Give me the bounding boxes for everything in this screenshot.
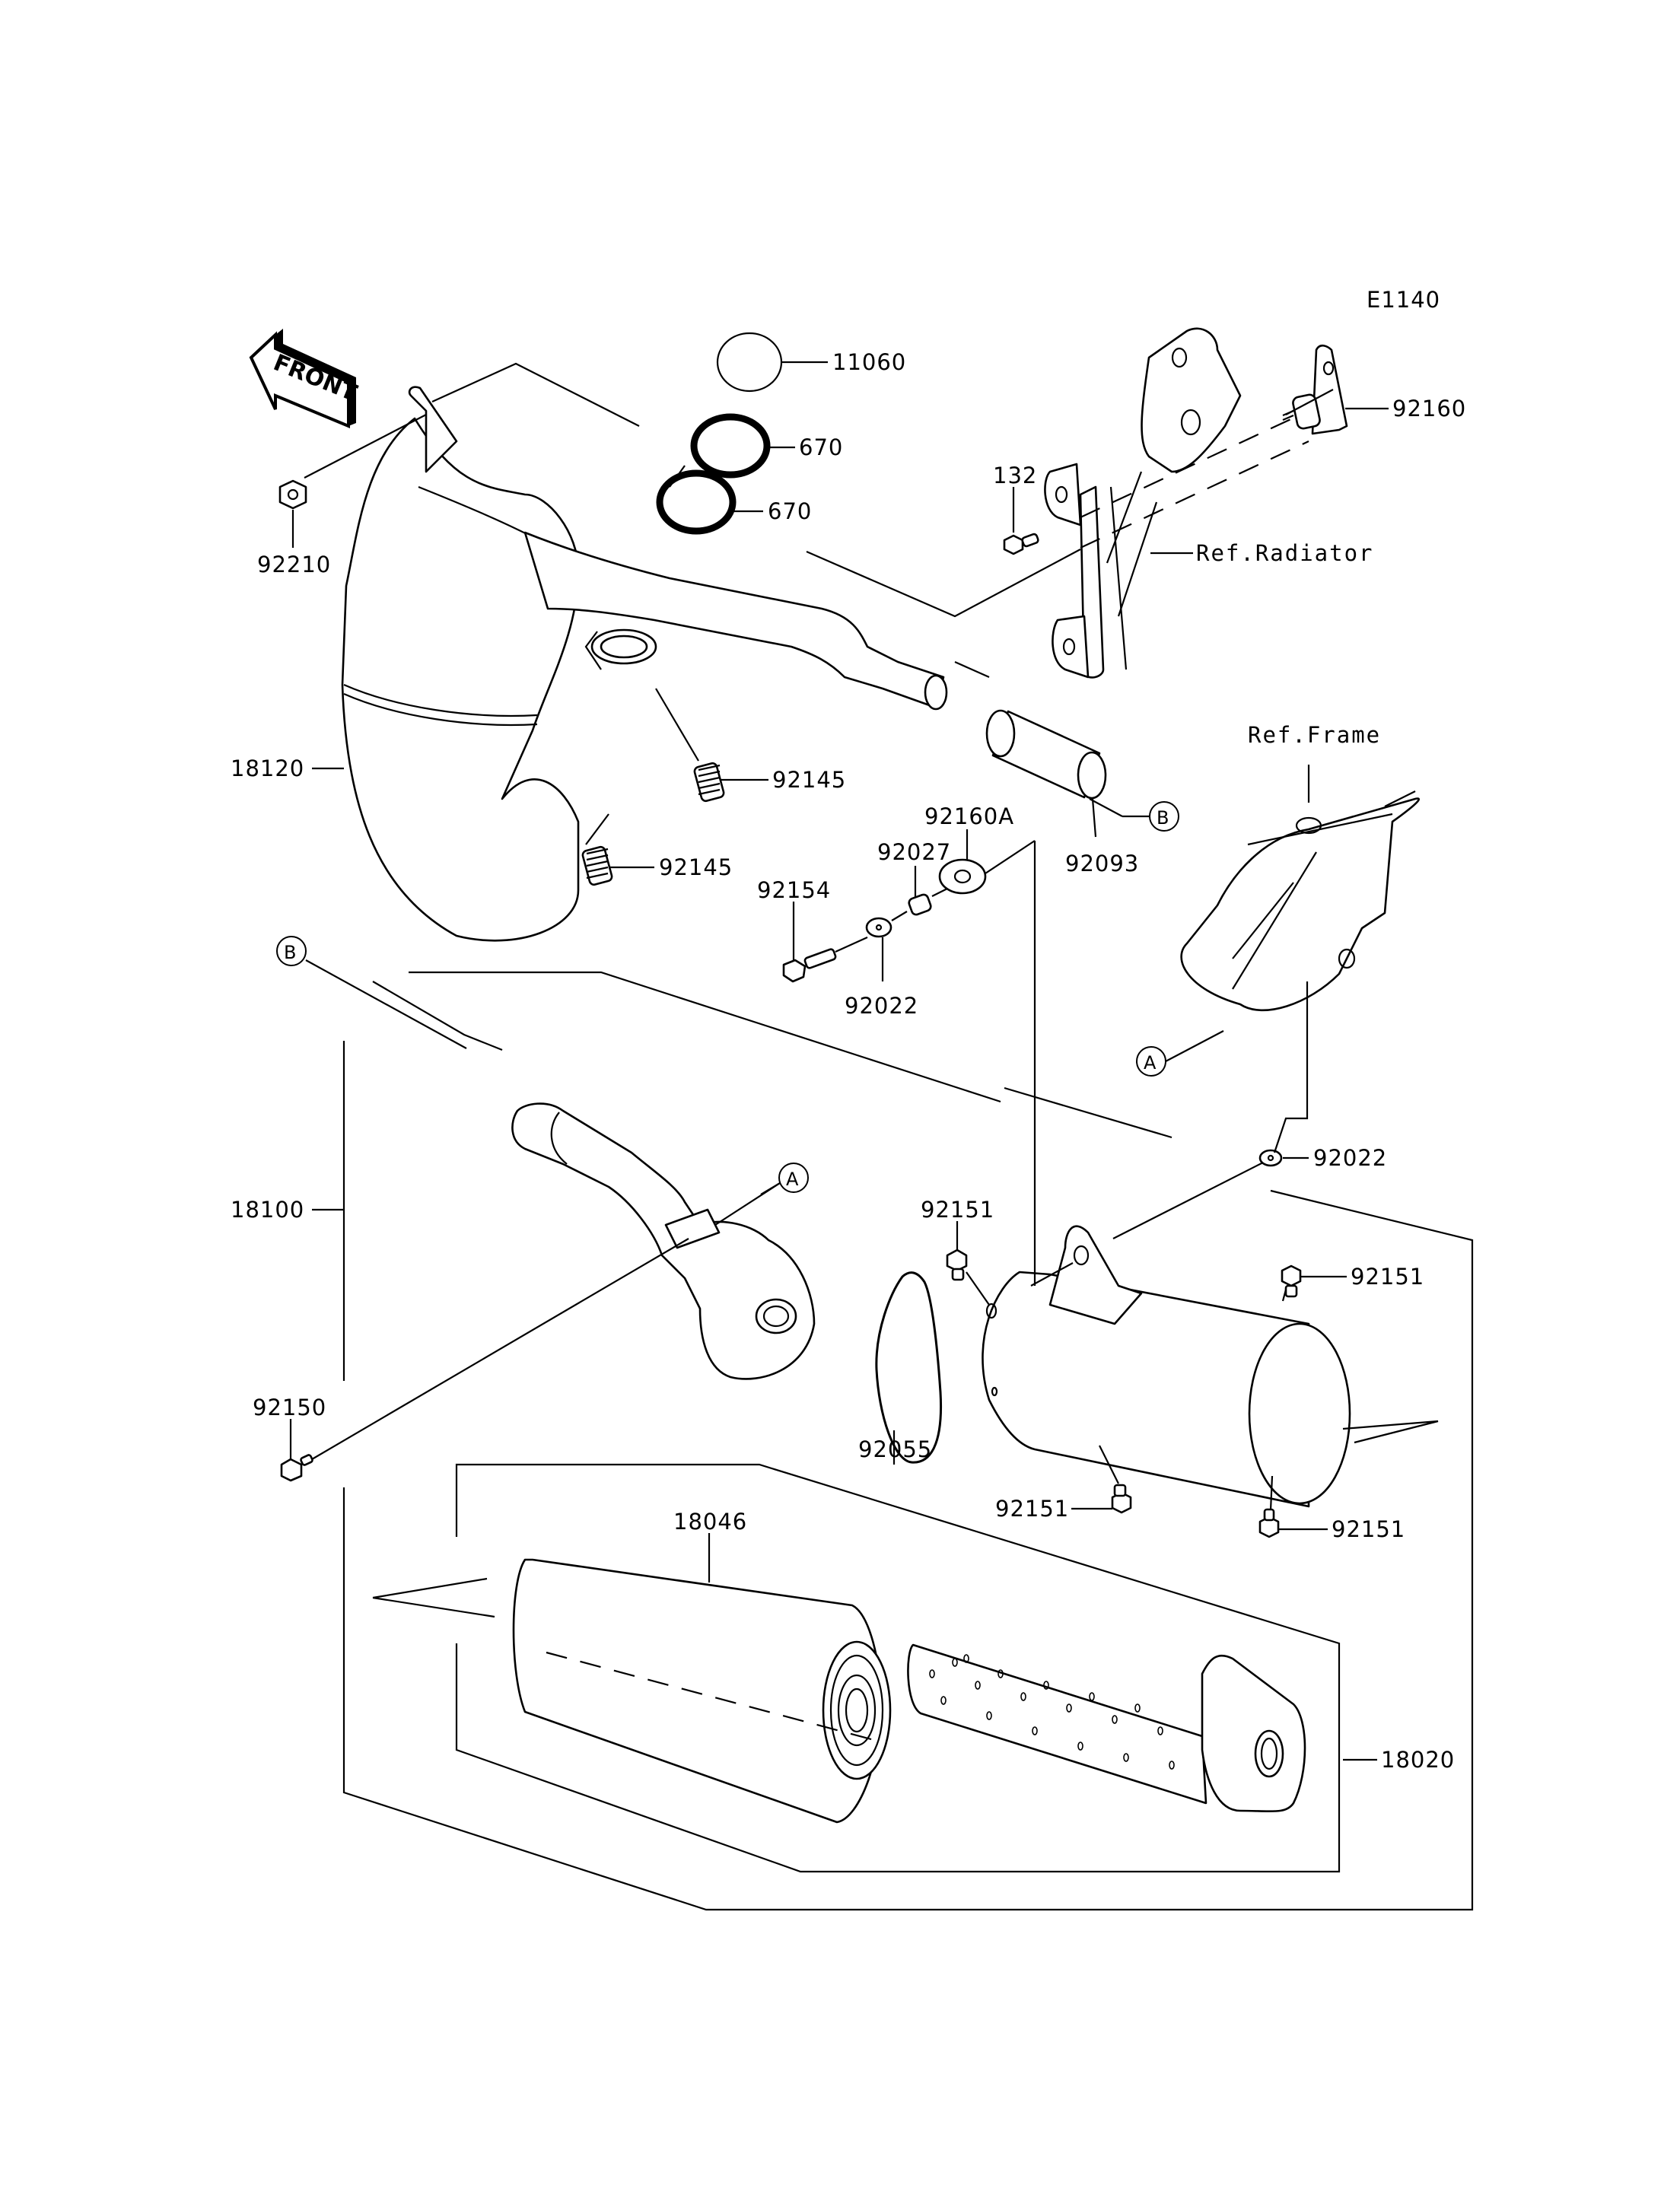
- callout-18046: 18046: [673, 1509, 747, 1535]
- gasket-11060[interactable]: [716, 332, 783, 393]
- gasket-670-a[interactable]: [690, 413, 771, 479]
- collar-92027[interactable]: [908, 893, 932, 916]
- joint-pipe-92093[interactable]: [985, 709, 1107, 800]
- callout-18020: 18020: [1381, 1747, 1455, 1773]
- callout-92151-c: 92151: [995, 1496, 1069, 1522]
- callout-leaders: [289, 361, 1389, 1761]
- connector-a-bottom: A: [778, 1163, 809, 1193]
- rear-pipe-18100[interactable]: [511, 1102, 816, 1380]
- connector-a-top: A: [1136, 1046, 1166, 1077]
- callout-92151-b: 92151: [1351, 1264, 1424, 1290]
- bolt-92154[interactable]: [782, 948, 837, 983]
- bolt-132[interactable]: [1003, 533, 1039, 555]
- spring-92145-a[interactable]: [693, 762, 725, 803]
- callout-92154: 92154: [757, 877, 831, 903]
- svg-text:B: B: [1157, 807, 1169, 829]
- bolt-92151-a[interactable]: [946, 1249, 968, 1281]
- leader-b-top: [1089, 798, 1150, 818]
- bolt-92151-b[interactable]: [1281, 1264, 1302, 1298]
- connector-b-bottom: B: [276, 936, 307, 966]
- gasket-670-b[interactable]: [656, 469, 737, 535]
- callout-92093: 92093: [1065, 851, 1139, 876]
- diagram-code: E1140: [1367, 287, 1440, 313]
- gasket-92055[interactable]: [875, 1271, 943, 1464]
- grommet-92160A[interactable]: [938, 858, 987, 895]
- nut-92210[interactable]: [278, 479, 307, 510]
- rear-pipe-kit-bracket: [342, 1041, 1474, 1911]
- leader-b-bottom: [305, 959, 467, 1049]
- washer-92022-b[interactable]: [1258, 1149, 1283, 1167]
- mount-axis-line: [835, 888, 948, 953]
- bracket-92160[interactable]: [1282, 344, 1348, 435]
- svg-text:A: A: [786, 1169, 799, 1190]
- callout-132: 132: [993, 463, 1037, 488]
- washer-92022-a[interactable]: [865, 917, 892, 938]
- exhaust-pipe-18120[interactable]: [341, 386, 948, 942]
- callout-92151-a: 92151: [921, 1197, 994, 1223]
- callout-92145-a: 92145: [772, 767, 846, 793]
- silencer-kit-bracket: [455, 1463, 1341, 1873]
- callout-670-b: 670: [768, 498, 812, 524]
- callout-92210: 92210: [257, 552, 331, 577]
- callout-92160: 92160: [1392, 396, 1466, 421]
- svg-text:B: B: [284, 942, 296, 963]
- callout-92022-a: 92022: [845, 993, 918, 1019]
- callout-92151-d: 92151: [1332, 1516, 1405, 1542]
- connector-b-top: B: [1149, 801, 1179, 832]
- callout-18120: 18120: [231, 755, 304, 781]
- spring-92145-b[interactable]: [581, 845, 613, 886]
- silencer-body[interactable]: [982, 1225, 1351, 1508]
- bolt-92150[interactable]: [280, 1454, 313, 1482]
- perforation-dots: [929, 1654, 1175, 1770]
- inner-pipe-18020[interactable]: [907, 1643, 1306, 1813]
- callout-92145-b: 92145: [659, 854, 733, 880]
- callout-11060: 11060: [832, 349, 906, 375]
- ref-radiator-label: Ref.Radiator: [1196, 540, 1374, 566]
- radiator-bracket-ref: [1044, 327, 1309, 679]
- leader-a-top: [1165, 1030, 1224, 1062]
- bolt-92151-d[interactable]: [1258, 1508, 1280, 1538]
- outer-shell-18046[interactable]: [512, 1558, 892, 1824]
- callout-92160A: 92160A: [924, 803, 1014, 829]
- callout-92027: 92027: [877, 839, 951, 865]
- callout-92055: 92055: [858, 1436, 932, 1462]
- ref-frame-label: Ref.Frame: [1248, 722, 1381, 748]
- svg-text:A: A: [1144, 1052, 1157, 1074]
- callout-18100: 18100: [231, 1197, 304, 1223]
- callout-92022-b: 92022: [1313, 1145, 1387, 1171]
- bolt-92151-c[interactable]: [1111, 1484, 1132, 1514]
- callout-670-a: 670: [799, 434, 843, 460]
- callout-92150: 92150: [253, 1395, 326, 1420]
- front-arrow-icon: FRONT: [249, 329, 361, 428]
- leader-a-bottom: [714, 1182, 781, 1226]
- frame-ref: [1180, 790, 1420, 1012]
